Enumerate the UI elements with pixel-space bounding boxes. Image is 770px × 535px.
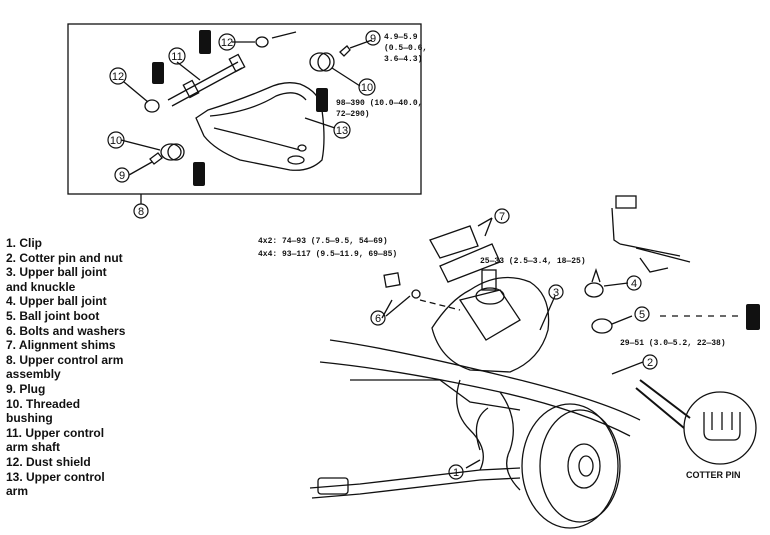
- legend-item: 9. Plug: [6, 381, 46, 396]
- callout-13: 13: [333, 121, 351, 139]
- callout-6: 6: [370, 310, 386, 326]
- svg-text:10: 10: [110, 135, 122, 147]
- callout-5: 5: [634, 306, 650, 322]
- svg-text:1: 1: [453, 467, 459, 479]
- legend-item: 6. Bolts and washers: [6, 323, 126, 338]
- legend-item: 1. Clip: [6, 236, 43, 250]
- main-upper-arm: [431, 276, 550, 373]
- svg-text:9: 9: [370, 33, 376, 45]
- svg-text:7: 7: [499, 211, 505, 223]
- legend-item: 13. Upper control arm: [6, 469, 105, 499]
- spec-bushing-torque: 98—390 (10.0—40.0, 72—290): [336, 99, 423, 119]
- spec-bolt-4x4: 4x4: 93—117 (9.5—11.9, 69—85): [258, 250, 398, 259]
- legend-item: 2. Cotter pin and nut: [6, 250, 123, 265]
- legend-item: 11. Upper control arm shaft: [6, 425, 105, 455]
- callout-7: 7: [494, 208, 510, 224]
- legend-item: 4. Upper ball joint: [6, 294, 107, 309]
- callout-12b: 12: [109, 67, 127, 85]
- tie-rod: [309, 467, 521, 489]
- legend-item: 10. Threaded bushing: [6, 396, 81, 426]
- svg-text:11: 11: [171, 51, 182, 63]
- svg-text:13: 13: [336, 125, 348, 137]
- frame-rail: [329, 339, 641, 421]
- svg-text:9: 9: [119, 170, 125, 182]
- spec-cotter-nut: 29—51 (3.0—5.2, 22—38): [620, 339, 726, 348]
- callout-1: 1: [448, 464, 464, 480]
- legend-item: 8. Upper control arm assembly: [6, 352, 124, 382]
- legend-item: 7. Alignment shims: [6, 338, 116, 353]
- svg-text:3: 3: [553, 287, 559, 299]
- callout-10b: 10: [107, 131, 125, 149]
- svg-text:10: 10: [361, 82, 373, 94]
- alignment-shims: [429, 225, 479, 259]
- legend-item: 12. Dust shield: [6, 454, 91, 469]
- svg-text:5: 5: [639, 309, 645, 321]
- callout-12a: 12: [218, 33, 236, 51]
- spec-ball-joint-nut: 25—33 (2.5—3.4, 18—25): [480, 257, 586, 266]
- svg-text:6: 6: [375, 313, 381, 325]
- cotter-pin-label: COTTER PIN: [686, 470, 741, 480]
- callout-2: 2: [642, 354, 658, 370]
- legend-item: 5. Ball joint boot: [6, 308, 100, 323]
- callout-9b: 9: [114, 167, 130, 183]
- callout-3: 3: [548, 284, 564, 300]
- svg-text:4: 4: [631, 278, 637, 290]
- inset-frame: [67, 23, 422, 195]
- svg-text:8: 8: [138, 206, 144, 218]
- spec-plug-torque: 4.9—5.9 (0.5—0.6, 3.6—4.3): [384, 33, 428, 64]
- callout-4: 4: [626, 275, 642, 291]
- inset-shaft: [167, 61, 243, 107]
- parts-legend: 1. Clip 2. Cotter pin and nut 3. Upper b…: [6, 236, 166, 499]
- callout-8: 8: [133, 203, 149, 219]
- brake-rotor: [521, 403, 619, 529]
- callout-10a: 10: [358, 78, 376, 96]
- cotter-pin-detail: [683, 391, 757, 465]
- svg-text:2: 2: [647, 357, 653, 369]
- svg-text:12: 12: [221, 37, 233, 49]
- spec-bolt-4x2: 4x2: 74—93 (7.5—9.5, 54—69): [258, 237, 388, 246]
- legend-item: 3. Upper ball joint and knuckle: [6, 265, 107, 294]
- inset-control-arm: [195, 82, 325, 171]
- callout-group: 1 2 3 4 5 6 7 8 9 9 10 10 11 12 12 13: [107, 30, 658, 480]
- callout-11: 11: [168, 47, 186, 65]
- svg-text:12: 12: [112, 71, 124, 83]
- callout-9a: 9: [365, 30, 381, 46]
